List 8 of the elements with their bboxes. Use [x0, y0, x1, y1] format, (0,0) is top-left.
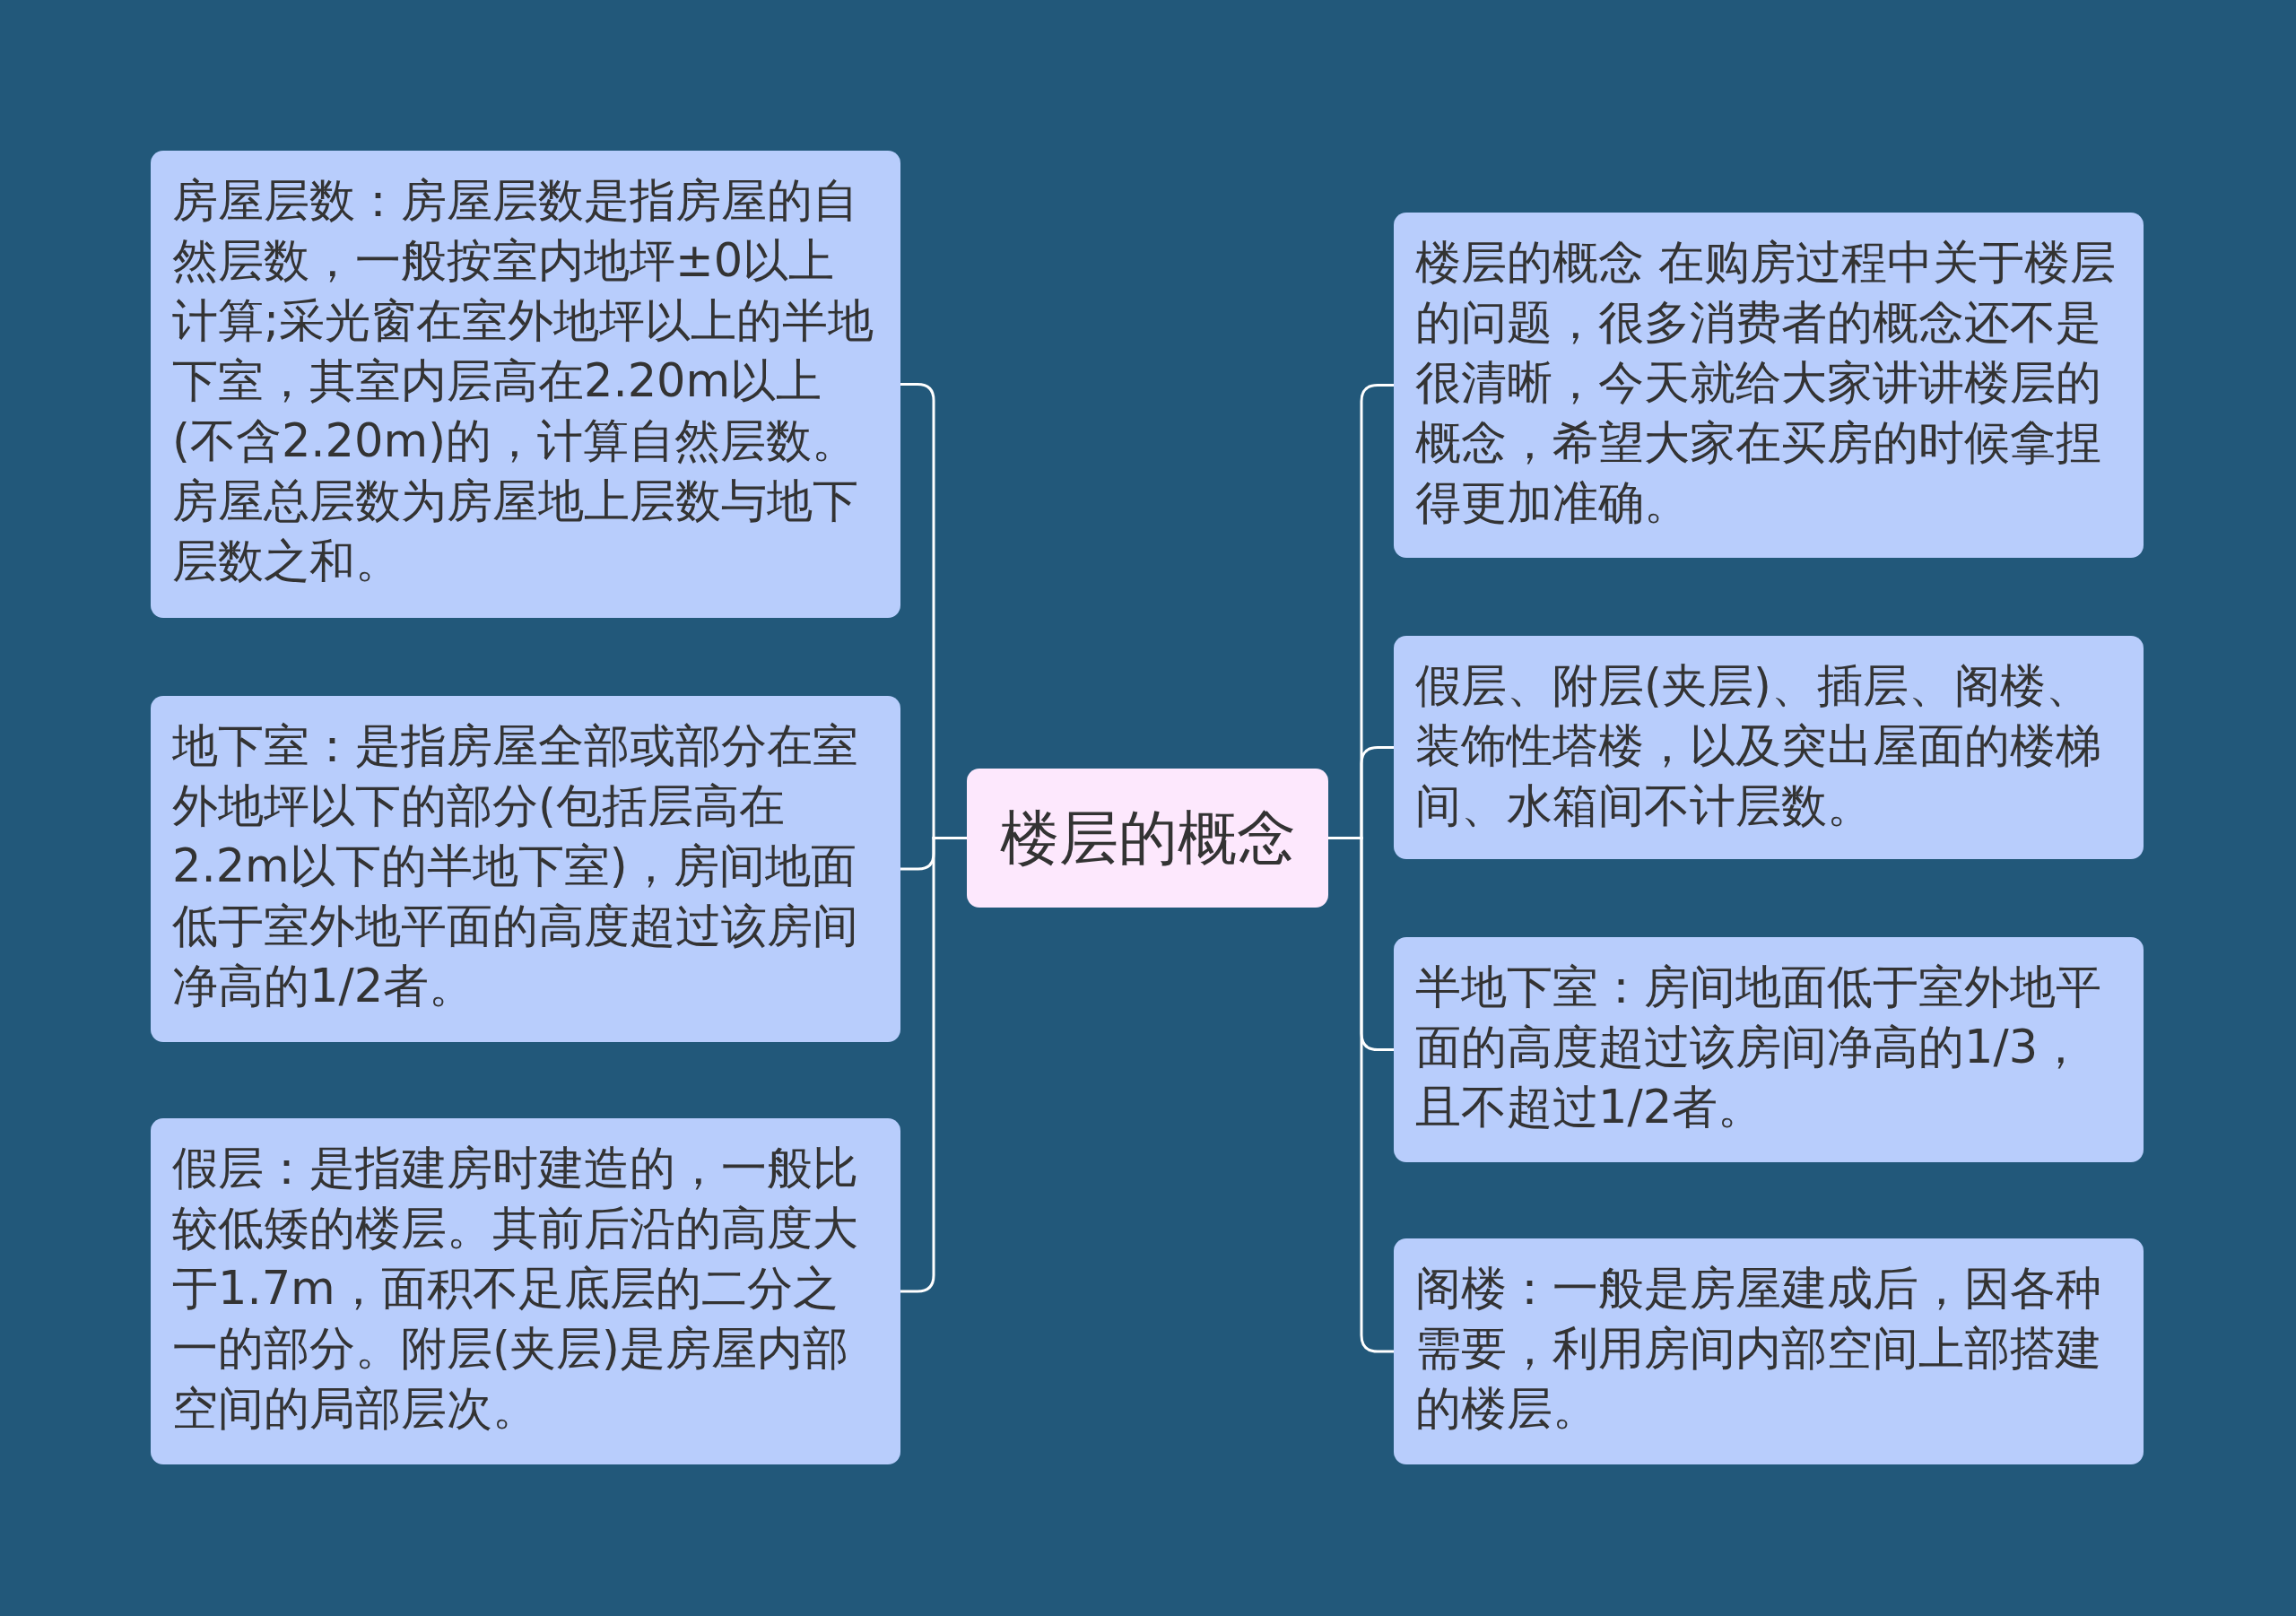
central-topic-box: 楼层的概念 — [967, 769, 1328, 908]
topic-box: 地下室：是指房屋全部或部分在室外地坪以下的部分(包括层高在2.2m以下的半地下室)，房间地面低于室外地平面的高度超过该房间净高的1/2者。 — [151, 696, 900, 1042]
topic-box: 假层、附层(夹层)、插层、阁楼、装饰性塔楼，以及突出屋面的楼梯间、水箱间不计层数。 — [1394, 636, 2144, 859]
topic-box: 阁楼：一般是房屋建成后，因各种需要，利用房间内部空间上部搭建的楼层。 — [1394, 1238, 2144, 1464]
topic-box: 半地下室：房间地面低于室外地平面的高度超过该房间净高的1/3，且不超过1/2者。 — [1394, 937, 2144, 1162]
topic-box: 假层：是指建房时建造的，一般比较低矮的楼层。其前后沿的高度大于1.7m，面积不足底层的二分之一的部分。附层(夹层)是房屋内部空间的局部层次。 — [151, 1118, 900, 1464]
topic-box: 房屋层数：房屋层数是指房屋的自然层数，一般按室内地坪±0以上计算;采光窗在室外地坪以上的半地下室，其室内层高在2.20m以上(不含2.20m)的，计算自然层数。房屋总层数为房屋地上层数与地下层数之和。 — [151, 151, 900, 618]
topic-box: 楼层的概念 在购房过程中关于楼层的问题，很多消费者的概念还不是很清晰，今天就给大家讲讲楼层的概念，希望大家在买房的时候拿捏得更加准确。 — [1394, 213, 2144, 558]
